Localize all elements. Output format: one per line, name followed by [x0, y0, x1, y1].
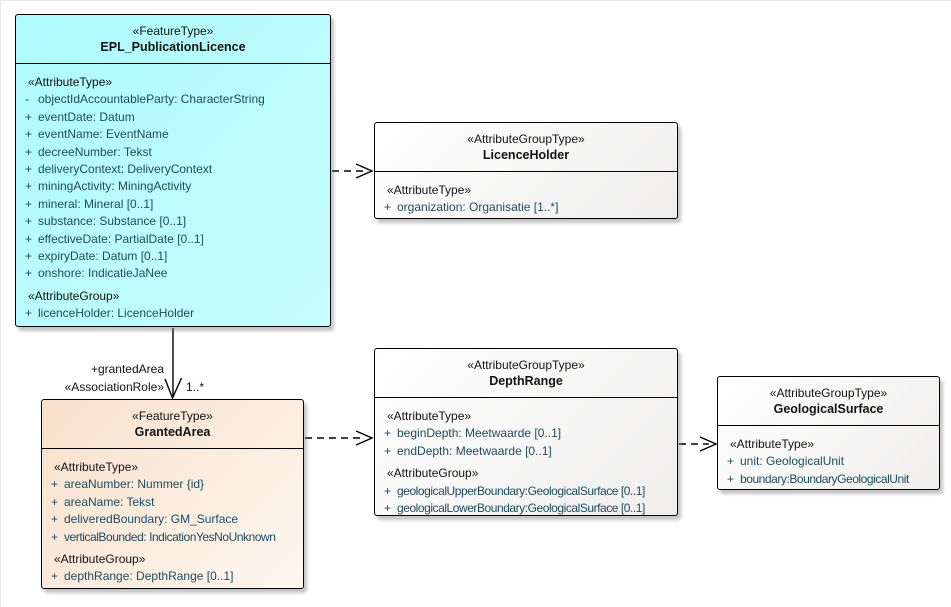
- visibility-marker: +: [727, 471, 735, 486]
- visibility-marker: +: [25, 306, 33, 321]
- attribute-row: +eventDate: Datum: [16, 109, 330, 126]
- uml-class-licenceholder[interactable]: «AttributeGroupType» LicenceHolder «Attr…: [374, 122, 678, 219]
- attribute-row: +geologicalUpperBoundary:GeologicalSurfa…: [375, 483, 677, 500]
- attribute-row: +boundary:BoundaryGeologicalUnit: [718, 471, 939, 488]
- attribute-row: +verticalBounded: IndicationYesNoUnknown: [42, 529, 303, 546]
- stereotype-label: «AttributeGroupType»: [467, 131, 585, 146]
- attribute-row: +eventName: EventName: [16, 126, 330, 143]
- attribute-row: +decreeNumber: Tekst: [16, 144, 330, 161]
- visibility-marker: +: [51, 512, 59, 527]
- association-stereotype-label: «AssociationRole»: [64, 380, 164, 394]
- visibility-marker: +: [25, 249, 33, 264]
- visibility-marker: -: [25, 92, 29, 107]
- visibility-marker: +: [25, 266, 33, 281]
- association-role-name-label: +grantedArea: [90, 362, 164, 376]
- class-header: «FeatureType» GrantedArea: [42, 400, 303, 449]
- attribute-row: +miningActivity: MiningActivity: [16, 178, 330, 195]
- attribute-row: +depthRange: DepthRange [0..1]: [42, 568, 303, 585]
- dependency-connector-geologicalsurface[interactable]: [679, 436, 718, 452]
- visibility-marker: +: [51, 494, 59, 509]
- attribute-group-label: «AttributeGroup»: [28, 288, 120, 303]
- dependency-connector-licenceholder[interactable]: [332, 163, 374, 179]
- attributes-compartment: «AttributeType» +areaNumber: Nummer {id}…: [42, 449, 303, 586]
- stereotype-label: «AttributeGroupType»: [769, 385, 888, 400]
- stereotype-label: «AttributeGroupType»: [467, 357, 585, 372]
- visibility-marker: +: [25, 214, 33, 229]
- stereotype-label: «FeatureType»: [132, 408, 213, 423]
- class-name: DepthRange: [489, 373, 563, 388]
- attribute-row: +geologicalLowerBoundary:GeologicalSurfa…: [375, 500, 677, 516]
- visibility-marker: +: [727, 454, 735, 469]
- visibility-marker: +: [25, 231, 33, 246]
- class-name: LicenceHolder: [482, 147, 570, 162]
- attribute-row: +endDepth: Meetwaarde [0..1]: [375, 443, 677, 460]
- uml-class-geologicalsurface[interactable]: «AttributeGroupType» GeologicalSurface «…: [717, 376, 940, 490]
- attributes-compartment: «AttributeType» +unit: GeologicalUnit +b…: [718, 426, 939, 488]
- visibility-marker: +: [384, 443, 392, 458]
- visibility-marker: +: [25, 127, 33, 142]
- visibility-marker: +: [384, 501, 392, 516]
- dependency-connector-depthrange[interactable]: [305, 430, 374, 446]
- attribute-row: +deliveryContext: DeliveryContext: [16, 161, 330, 178]
- attribute-group-label: «AttributeGroup»: [387, 466, 479, 481]
- uml-class-grantedarea[interactable]: «FeatureType» GrantedArea «AttributeType…: [41, 399, 304, 589]
- attribute-row: +mineral: Mineral [0..1]: [16, 196, 330, 213]
- visibility-marker: +: [25, 162, 33, 177]
- stereotype-label: «FeatureType»: [132, 23, 214, 38]
- association-connector-grantedarea[interactable]: [164, 328, 183, 400]
- attribute-row: +areaName: Tekst: [42, 494, 303, 511]
- attribute-row: +onshore: IndicatieJaNee: [16, 265, 330, 282]
- attribute-type-label: «AttributeType»: [387, 183, 472, 197]
- visibility-marker: +: [25, 196, 33, 211]
- attribute-row: +substance: Substance [0..1]: [16, 213, 330, 230]
- attributes-compartment: «AttributeType» -objectIdAccountablePart…: [16, 64, 330, 323]
- visibility-marker: +: [51, 569, 59, 584]
- attributes-compartment: «AttributeType» +organization: Organisat…: [375, 172, 677, 217]
- attribute-group-label: «AttributeGroup»: [54, 552, 146, 567]
- class-header: «FeatureType» EPL_PublicationLicence: [16, 15, 330, 64]
- class-header: «AttributeGroupType» GeologicalSurface: [718, 377, 939, 426]
- class-name: EPL_PublicationLicence: [100, 39, 246, 54]
- visibility-marker: +: [384, 483, 392, 498]
- attribute-row: +deliveredBoundary: GM_Surface: [42, 511, 303, 528]
- class-header: «AttributeGroupType» DepthRange: [375, 349, 677, 398]
- class-name: GeologicalSurface: [773, 401, 884, 416]
- attribute-type-label: «AttributeType»: [28, 75, 113, 89]
- attribute-type-label: «AttributeType»: [730, 437, 815, 451]
- attribute-row: +effectiveDate: PartialDate [0..1]: [16, 231, 330, 248]
- uml-class-epl-publicationlicence[interactable]: «FeatureType» EPL_PublicationLicence «At…: [15, 14, 331, 327]
- association-multiplicity-label: 1..*: [186, 380, 205, 394]
- attributes-compartment: «AttributeType» +beginDepth: Meetwaarde …: [375, 398, 677, 516]
- uml-class-depthrange[interactable]: «AttributeGroupType» DepthRange «Attribu…: [374, 348, 678, 516]
- attribute-row: +beginDepth: Meetwaarde [0..1]: [375, 425, 677, 442]
- class-header: «AttributeGroupType» LicenceHolder: [375, 123, 677, 172]
- visibility-marker: +: [25, 109, 33, 124]
- visibility-marker: +: [384, 426, 392, 441]
- attribute-type-label: «AttributeType»: [387, 409, 472, 423]
- visibility-marker: +: [51, 529, 59, 544]
- attribute-row: +unit: GeologicalUnit: [718, 453, 939, 470]
- attribute-row: +licenceHolder: LicenceHolder: [16, 305, 330, 322]
- attribute-row: +areaNumber: Nummer {id}: [42, 476, 303, 493]
- attribute-row: -objectIdAccountableParty: CharacterStri…: [16, 91, 330, 108]
- visibility-marker: +: [25, 144, 33, 159]
- attribute-row: +organization: Organisatie [1..*]: [375, 199, 677, 216]
- visibility-marker: +: [384, 200, 392, 215]
- class-name: GrantedArea: [134, 424, 211, 439]
- attribute-row: +expiryDate: Datum [0..1]: [16, 248, 330, 265]
- attribute-type-label: «AttributeType»: [54, 460, 139, 474]
- visibility-marker: +: [51, 477, 59, 492]
- visibility-marker: +: [25, 179, 33, 194]
